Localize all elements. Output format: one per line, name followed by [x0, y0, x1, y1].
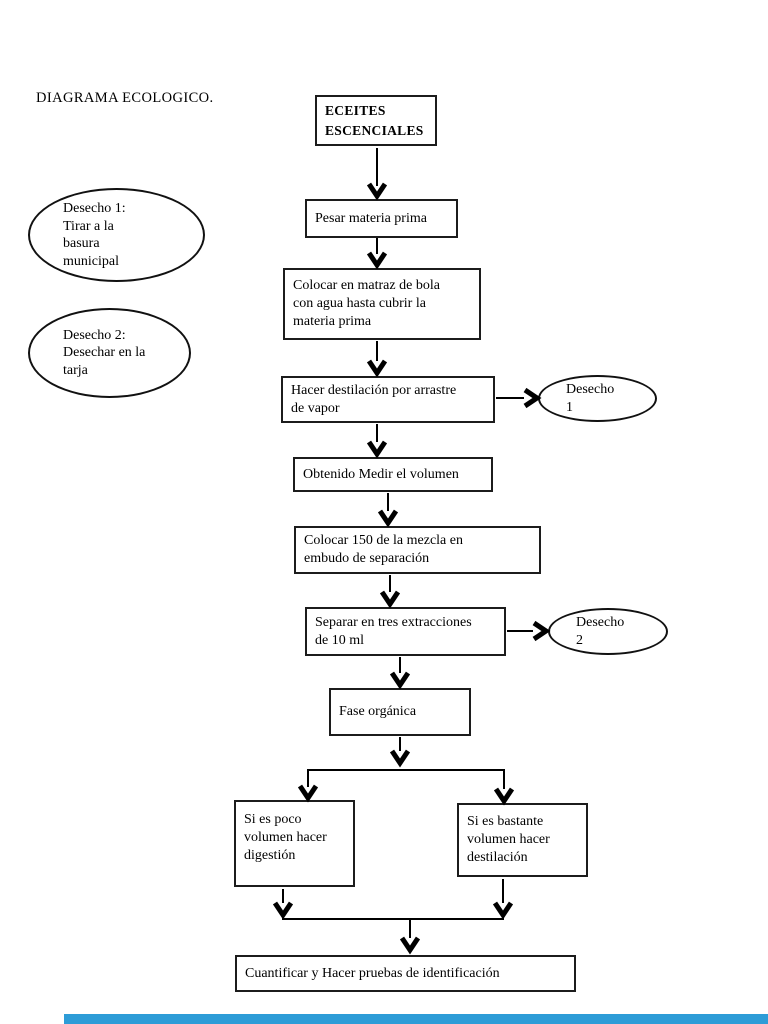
arrow-down-separar-to-fase [389, 657, 411, 690]
note-oval-desecho-2: Desecho 2: Desechar en la tarja [28, 308, 191, 398]
oval-desecho-1: Desecho 1 [538, 375, 657, 422]
page-title: DIAGRAMA ECOLOGICO. [36, 90, 214, 106]
arrow-down-fase-to-branch [389, 737, 411, 768]
arrow-down-destilacion2-to-merge [492, 879, 514, 920]
node-bastante-volumen-destilacion: Si es bastante volumen hacer destilación [457, 803, 588, 877]
node-cuantificar-pruebas: Cuantificar y Hacer pruebas de identific… [235, 955, 576, 992]
merge-lines-and-arrow [282, 918, 504, 955]
arrow-down-embudo-to-separar [379, 575, 401, 609]
node-destilacion-arrastre-vapor: Hacer destilación por arrastre de vapor [281, 376, 495, 423]
arrow-down-pesar-to-matraz [366, 238, 388, 270]
oval-desecho-2: Desecho 2 [548, 608, 668, 655]
arrow-down-digestion-to-merge [272, 889, 294, 920]
node-colocar-matraz: Colocar en matraz de bola con agua hasta… [283, 268, 481, 340]
viewer-progress-bar [64, 1014, 768, 1024]
arrow-right-destilacion-to-desecho1 [496, 387, 542, 409]
arrow-down-destilacion-to-medir [366, 424, 388, 459]
branch-split-lines [297, 769, 515, 806]
node-medir-volumen: Obtenido Medir el volumen [293, 457, 493, 492]
node-poco-volumen-digestion: Si es poco volumen hacer digestión [234, 800, 355, 887]
note-oval-desecho-1: Desecho 1: Tirar a la basura municipal [28, 188, 205, 282]
arrow-down-matraz-to-destilacion [366, 341, 388, 378]
arrow-right-separar-to-desecho2 [507, 620, 551, 642]
node-eceites-escenciales: ECEITES ESCENCIALES [315, 95, 437, 146]
node-tres-extracciones: Separar en tres extracciones de 10 ml [305, 607, 506, 656]
node-fase-organica: Fase orgánica [329, 688, 471, 736]
arrow-down-start-to-pesar [366, 148, 388, 201]
node-embudo-separacion: Colocar 150 de la mezcla en embudo de se… [294, 526, 541, 574]
arrow-down-medir-to-embudo [377, 493, 399, 528]
node-pesar-materia-prima: Pesar materia prima [305, 199, 458, 238]
